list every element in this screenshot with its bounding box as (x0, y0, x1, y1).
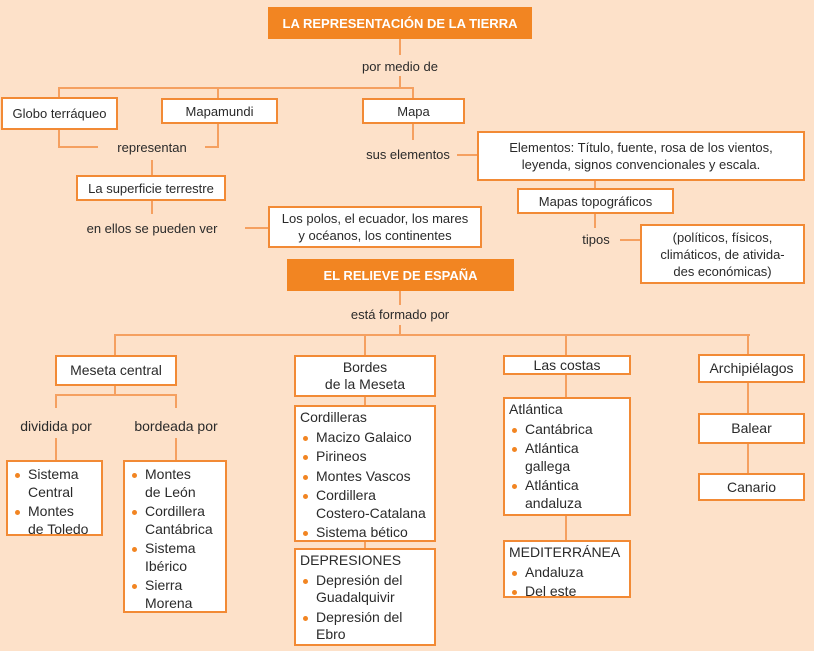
list-heading: Cordilleras (300, 409, 367, 425)
node-mapa: Mapa (362, 98, 465, 124)
connector (114, 385, 116, 396)
node-globo: Globo terráqueo (1, 97, 118, 130)
node-superficie: La superficie terrestre (76, 175, 226, 201)
list-item: Depresión del Guadalquivir (300, 572, 430, 607)
connector (55, 438, 57, 460)
label-bordeada: bordeada por (134, 418, 218, 434)
label-tipos: tipos (582, 232, 610, 247)
node-polos: Los polos, el ecuador, los mares y océan… (268, 206, 482, 248)
list-atlantica: Atlántica Cantábrica Atlántica gallega A… (503, 397, 631, 516)
list-item: Montes Vascos (300, 468, 430, 486)
list-item: Montes de León (129, 466, 221, 501)
node-balear: Balear (698, 413, 805, 444)
connector (594, 213, 596, 228)
connector (399, 39, 401, 55)
connector (175, 438, 177, 460)
node-canario: Canario (698, 473, 805, 501)
connector (58, 87, 60, 98)
list-item: Del este (509, 583, 625, 601)
node-meseta: Meseta central (55, 355, 177, 386)
connector (245, 227, 268, 229)
connector (58, 87, 414, 89)
label-formado-por: está formado por (350, 307, 450, 322)
connector (399, 325, 401, 336)
list-mediterranea: MEDITERRÁNEA Andaluza Del este (503, 540, 631, 601)
connector (399, 76, 401, 89)
connector (594, 180, 596, 188)
connector (565, 374, 567, 398)
list-item: Andaluza (509, 564, 625, 582)
list-item: Atlántica gallega (509, 440, 625, 475)
list-item: Montes de Toledo (12, 503, 97, 538)
node-archipielagos: Archipiélagos (698, 354, 805, 383)
list-item: Sierra Morena (129, 577, 221, 612)
connector (217, 123, 219, 148)
label-dividida: dividida por (20, 418, 92, 434)
node-tipos: (políticos, físicos, climáticos, de ativ… (640, 224, 805, 284)
connector (364, 541, 366, 549)
list-item: Sistema bético (300, 524, 430, 542)
list-item: Sistema Ibérico (129, 540, 221, 575)
label-sus-elementos: sus elementos (366, 147, 450, 162)
connector (175, 394, 177, 408)
list-item: Cantábrica (509, 421, 625, 439)
connector (399, 291, 401, 305)
connector (412, 87, 414, 98)
connector (620, 239, 640, 241)
list-item: Pirineos (300, 448, 430, 466)
node-mapamundi: Mapamundi (161, 98, 278, 124)
connector (565, 515, 567, 541)
list-heading: MEDITERRÁNEA (509, 544, 621, 560)
node-topograficos: Mapas topográficos (517, 188, 674, 214)
connector (58, 130, 60, 148)
list-item: Sistema Central (12, 466, 97, 501)
connector (747, 443, 749, 474)
connector (55, 394, 177, 396)
connector (747, 334, 749, 356)
list-item: Macizo Galaico (300, 429, 430, 447)
list-heading: Atlántica (509, 401, 563, 417)
node-elementos: Elementos: Título, fuente, rosa de los v… (477, 131, 805, 181)
connector (364, 334, 366, 356)
connector (457, 154, 477, 156)
connector (151, 200, 153, 214)
list-cordilleras: Cordilleras Macizo Galaico Pirineos Mont… (294, 405, 436, 542)
connector (58, 146, 98, 148)
title-relieve: EL RELIEVE DE ESPAÑA (287, 259, 514, 291)
connector (114, 334, 750, 336)
connector (565, 334, 567, 356)
title-representacion: LA REPRESENTACIÓN DE LA TIERRA (268, 7, 532, 39)
connector (151, 160, 153, 175)
node-bordes: Bordes de la Meseta (294, 355, 436, 397)
connector (205, 146, 219, 148)
connector (55, 394, 57, 408)
node-costas: Las costas (503, 355, 631, 375)
list-heading: DEPRESIONES (300, 552, 402, 568)
list-item: Depresión del Ebro (300, 609, 430, 644)
connector (217, 87, 219, 98)
connector (747, 382, 749, 414)
list-item: Cordillera Costero-Catalana (300, 487, 430, 522)
connector (364, 396, 366, 406)
label-por-medio-de: por medio de (362, 59, 438, 74)
list-depresiones: DEPRESIONES Depresión del Guadalquivir D… (294, 548, 436, 646)
connector (412, 123, 414, 140)
list-bordeada: Montes de León Cordillera Cantábrica Sis… (123, 460, 227, 613)
label-en-ellos: en ellos se pueden ver (86, 221, 218, 236)
list-item: Atlántica andaluza (509, 477, 625, 512)
list-dividida: Sistema Central Montes de Toledo (6, 460, 103, 538)
list-item: Cordillera Cantábrica (129, 503, 221, 538)
label-representan: representan (117, 140, 187, 155)
connector (114, 334, 116, 356)
